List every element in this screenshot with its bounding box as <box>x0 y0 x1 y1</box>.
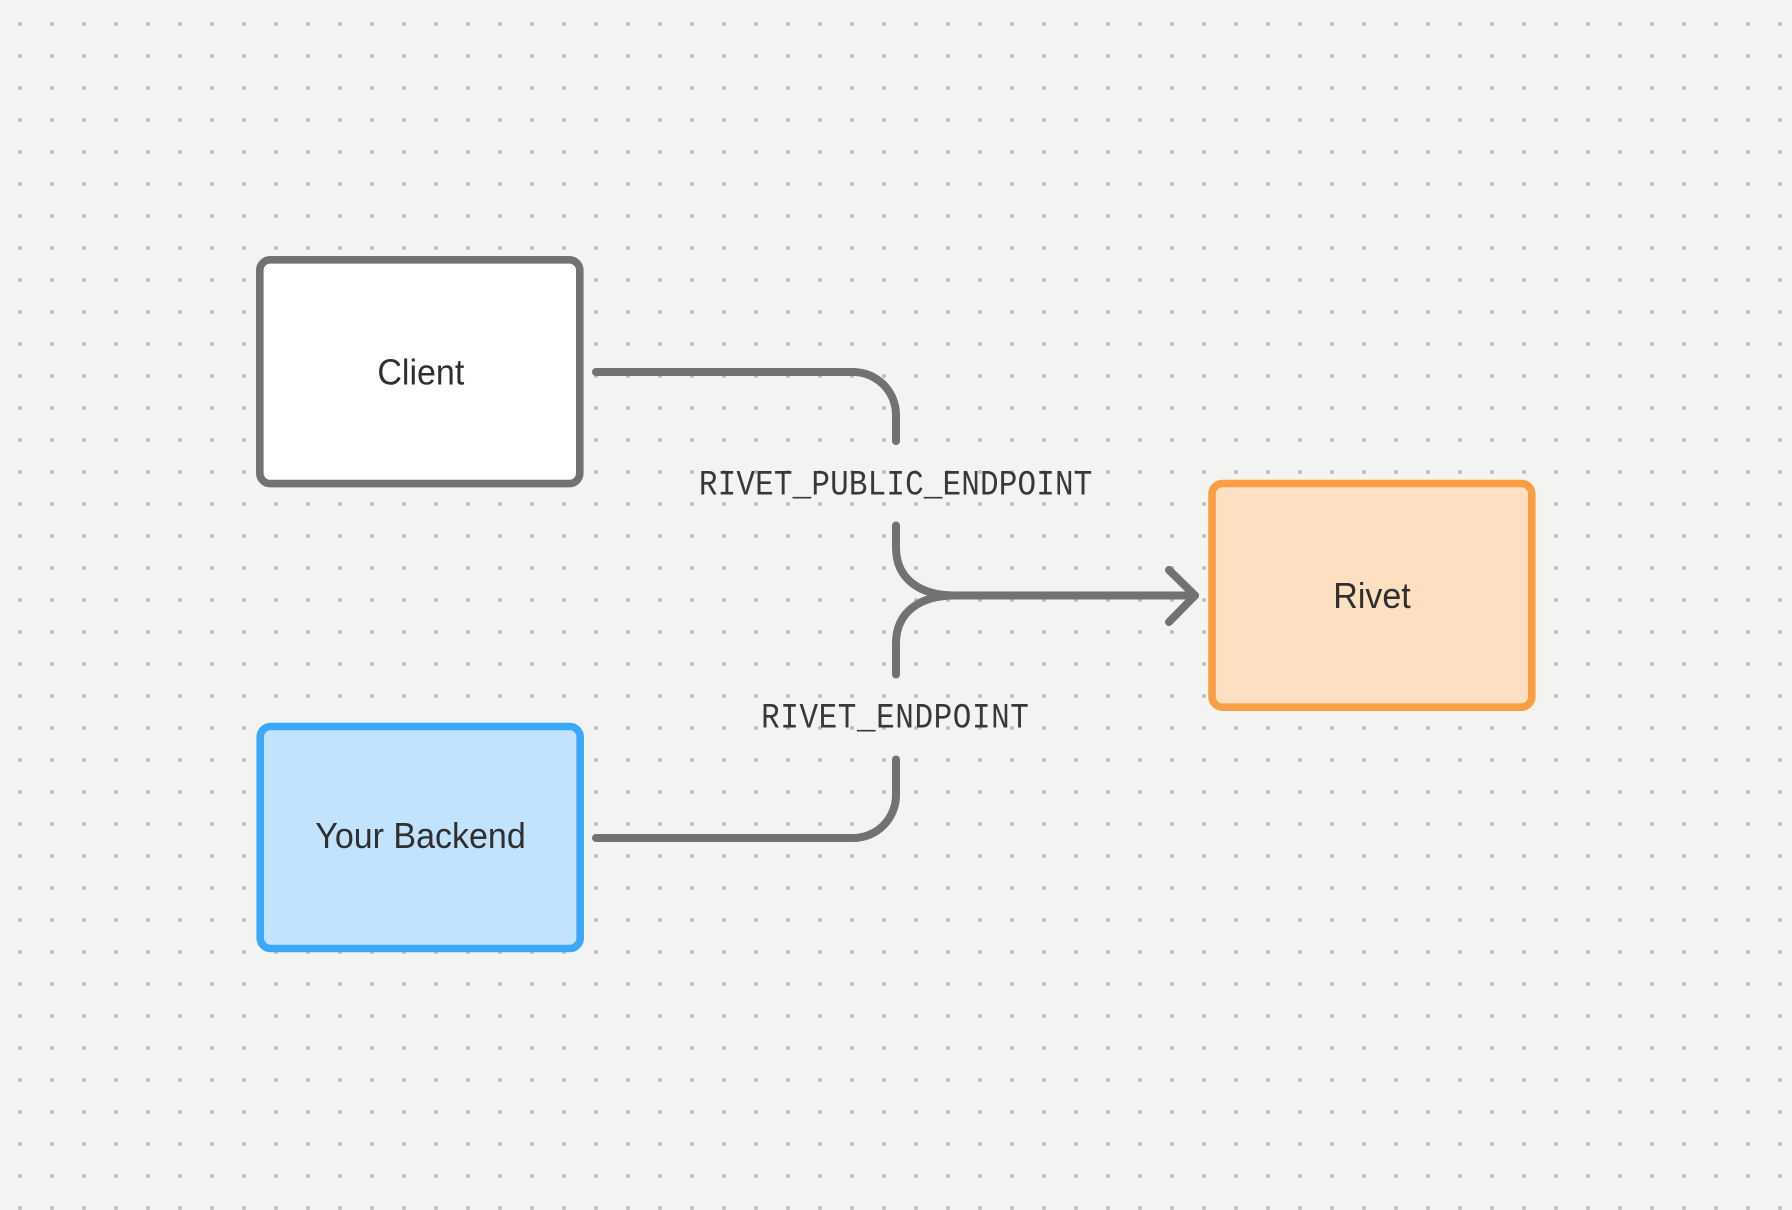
svg-text:RIVET_ENDPOINT: RIVET_ENDPOINT <box>761 698 1029 738</box>
svg-text:Rivet: Rivet <box>1333 576 1411 616</box>
svg-text:Client: Client <box>377 353 464 393</box>
svg-text:RIVET_PUBLIC_ENDPOINT: RIVET_PUBLIC_ENDPOINT <box>699 465 1093 505</box>
svg-text:Your Backend: Your Backend <box>315 816 525 856</box>
